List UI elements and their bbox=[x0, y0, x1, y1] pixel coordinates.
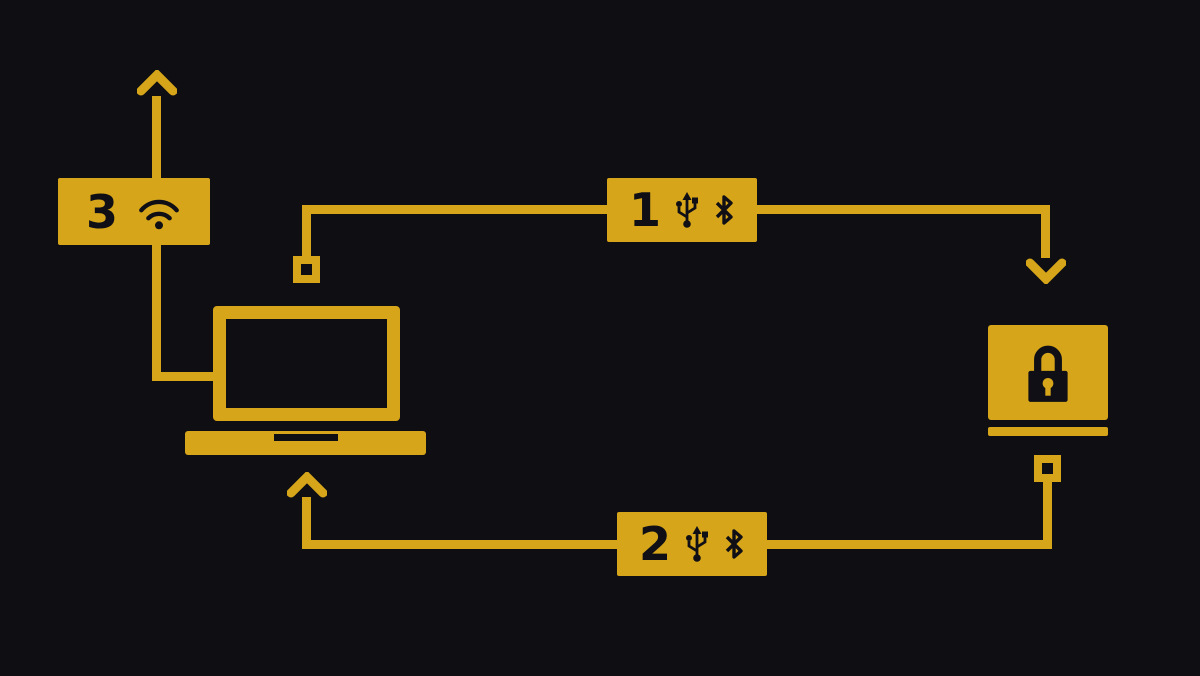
link1-option-box: 1 bbox=[607, 178, 757, 242]
up-arrow-icon bbox=[137, 70, 177, 96]
laptop-screen bbox=[213, 306, 400, 421]
secure-device-body bbox=[988, 325, 1108, 420]
wifi-option-box: 3 bbox=[58, 178, 210, 245]
down-arrow-icon bbox=[1026, 258, 1066, 284]
link2-left-rise-segment bbox=[302, 497, 311, 549]
device-port-connector bbox=[1034, 455, 1061, 482]
secure-device-base bbox=[988, 427, 1108, 436]
wifi-option-label: 3 bbox=[85, 184, 118, 239]
laptop-notch bbox=[273, 434, 338, 441]
wifi-icon bbox=[139, 199, 179, 229]
link1-right-drop-segment bbox=[1041, 205, 1050, 258]
up-arrow-to-laptop-icon bbox=[287, 472, 327, 498]
link1-left-drop-segment bbox=[302, 205, 311, 256]
usb-icon bbox=[676, 192, 698, 228]
lock-icon bbox=[1028, 345, 1068, 402]
link2-option-label: 2 bbox=[638, 517, 671, 571]
link1-option-label: 1 bbox=[628, 183, 661, 237]
wifi-line-down-segment bbox=[152, 245, 161, 381]
link2-right-drop-segment bbox=[1043, 482, 1052, 541]
link2-option-box: 2 bbox=[617, 512, 767, 576]
wifi-line-to-laptop-segment bbox=[152, 372, 222, 381]
laptop-port-connector bbox=[293, 256, 320, 283]
usb-icon bbox=[686, 526, 708, 562]
laptop-base bbox=[185, 431, 426, 455]
wifi-line-up-segment bbox=[152, 96, 161, 179]
bluetooth-icon bbox=[715, 195, 733, 225]
bluetooth-icon bbox=[725, 529, 743, 559]
